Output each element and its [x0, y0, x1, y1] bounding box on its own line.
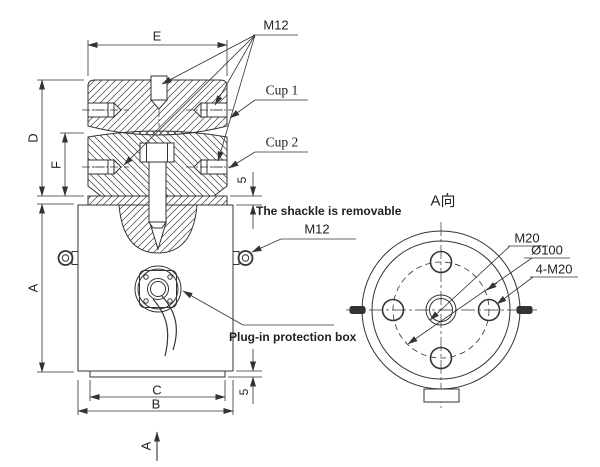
central-bolt	[139, 142, 175, 229]
cable	[152, 298, 169, 357]
bottom-plate	[89, 370, 226, 378]
shackle-note: The shackle is removable	[256, 204, 402, 218]
dim-d-label: D	[25, 133, 41, 143]
mounting-hole-bottom	[429, 346, 453, 370]
ring-bolt-right	[232, 250, 254, 266]
dim-5-top	[230, 172, 262, 229]
m12-shackle-label: M12	[304, 221, 330, 237]
cup1-label: Cup 1	[265, 82, 299, 98]
dim-5-top-label: 5	[235, 176, 249, 184]
dim-d	[37, 79, 84, 197]
4m20-label: 4-M20	[535, 261, 573, 277]
m20-label: M20	[514, 230, 540, 246]
dim-c-label: C	[152, 382, 162, 398]
dim-5-bottom-label: 5	[237, 388, 251, 396]
dim-e	[87, 40, 228, 76]
mounting-hole-left	[381, 298, 405, 322]
side-screws	[82, 101, 233, 176]
dim-a	[37, 203, 74, 373]
dim-b-label: B	[151, 396, 161, 412]
section-letter-label: A	[138, 441, 154, 451]
plug-note: Plug-in protection box	[229, 330, 357, 344]
mounting-hole-right	[477, 298, 501, 322]
bottom-tab	[423, 388, 460, 403]
dim-b	[77, 380, 234, 415]
dim-e-label: E	[152, 28, 162, 44]
dimensions	[37, 40, 262, 461]
inner-circle	[371, 240, 511, 380]
ring-bolt-left	[57, 250, 79, 266]
cable	[161, 295, 177, 351]
plug-connector	[134, 265, 182, 357]
side-pin-left	[349, 306, 366, 314]
dim-5-bottom	[228, 349, 262, 404]
mounting-hole-top	[429, 250, 453, 274]
front-section-view	[57, 75, 254, 378]
callouts	[123, 34, 356, 326]
dim-f-label: F	[48, 161, 64, 169]
dim-a-label: A	[25, 283, 41, 293]
side-pin-right	[516, 306, 533, 314]
side-view-title: A向	[430, 192, 456, 210]
cup2-label: Cup 2	[265, 134, 299, 150]
d100-label: Ø100	[531, 242, 563, 258]
dim-f	[60, 132, 84, 197]
center-hole	[425, 294, 457, 326]
bolt-circle	[392, 261, 490, 359]
dim-c	[89, 380, 226, 401]
m12-top-label: M12	[263, 17, 289, 33]
side-view	[346, 222, 578, 408]
